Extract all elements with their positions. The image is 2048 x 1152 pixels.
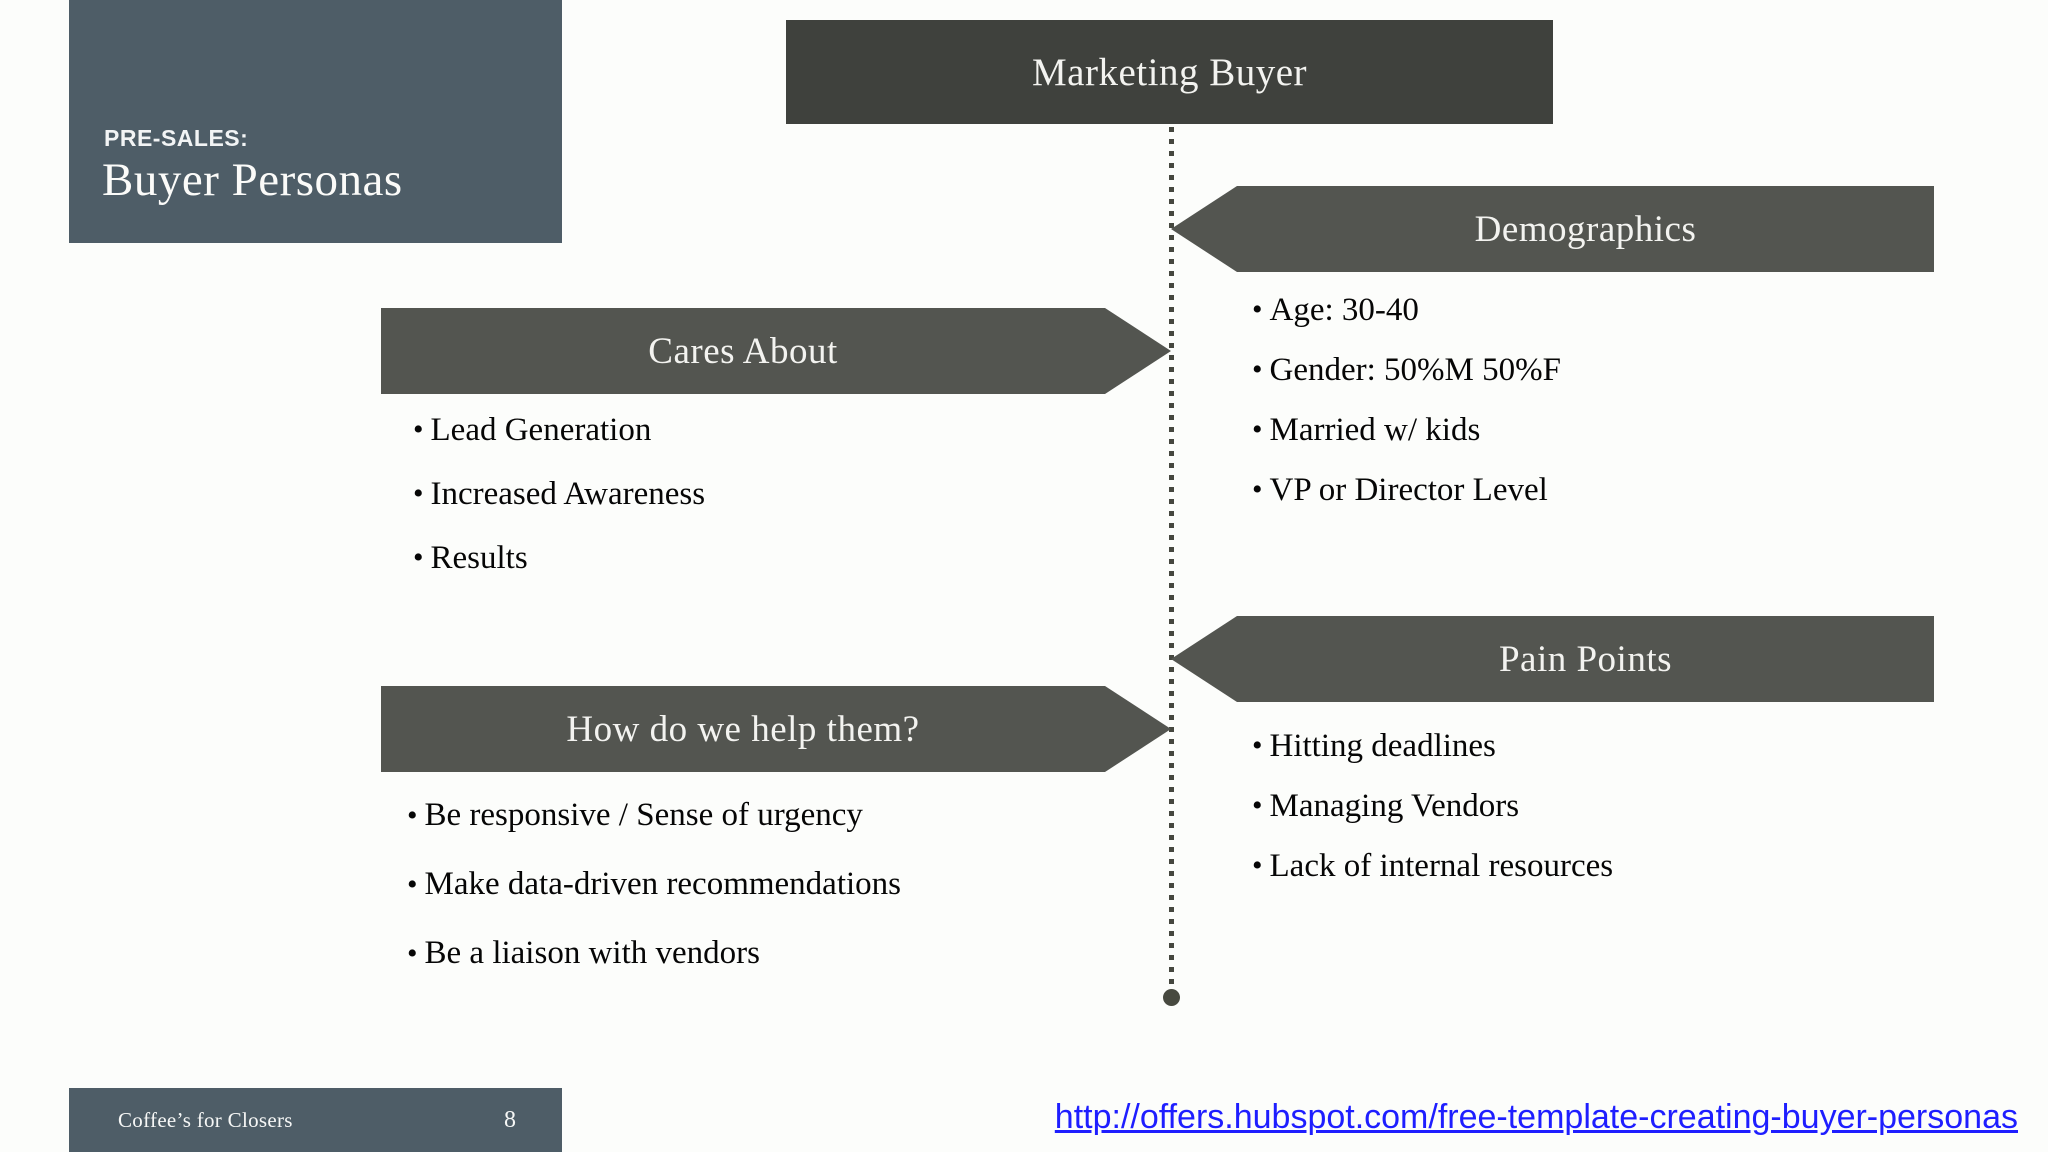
- bullet-dot-icon: •: [407, 798, 418, 832]
- bullet-dot-icon: •: [1252, 849, 1263, 882]
- deck-name: Coffee’s for Closers: [118, 1107, 293, 1132]
- bullet-dot-icon: •: [413, 477, 424, 510]
- dotted-spine-line: [1169, 127, 1174, 987]
- bullet-dot-icon: •: [413, 541, 424, 574]
- spine-end-dot: [1163, 989, 1180, 1006]
- bullet-item: •Be responsive / Sense of urgency: [407, 781, 901, 850]
- bullet-item: •Married w/ kids: [1252, 400, 1561, 460]
- page-number: 8: [504, 1106, 516, 1133]
- bullet-text: VP or Director Level: [1269, 471, 1548, 508]
- bullet-dot-icon: •: [413, 413, 424, 446]
- bullet-text: Married w/ kids: [1269, 411, 1481, 448]
- bullet-text: Lack of internal resources: [1269, 847, 1614, 884]
- bullet-text: Managing Vendors: [1269, 787, 1520, 824]
- bullet-item: •VP or Director Level: [1252, 460, 1561, 520]
- bullet-item: •Age: 30-40: [1252, 280, 1561, 340]
- bullet-dot-icon: •: [1252, 413, 1263, 446]
- slide-title-block: PRE-SALES: Buyer Personas: [69, 0, 562, 243]
- how-do-we-help-list: •Be responsive / Sense of urgency•Make d…: [407, 781, 901, 988]
- bullet-text: Be responsive / Sense of urgency: [424, 797, 863, 833]
- bullet-text: Lead Generation: [430, 411, 652, 448]
- slide-title: Buyer Personas: [102, 154, 403, 206]
- bullet-text: Make data-driven recommendations: [424, 866, 902, 902]
- bullet-item: •Managing Vendors: [1252, 776, 1613, 836]
- footer-bar: Coffee’s for Closers 8: [69, 1088, 562, 1152]
- bullet-text: Be a liaison with vendors: [424, 935, 760, 971]
- bullet-item: •Lack of internal resources: [1252, 836, 1613, 896]
- bullet-dot-icon: •: [407, 867, 418, 901]
- bullet-item: •Increased Awareness: [413, 462, 705, 526]
- banner-cares-about: Cares About: [381, 308, 1171, 394]
- banner-demographics: Demographics: [1171, 186, 1934, 272]
- bullet-item: •Hitting deadlines: [1252, 716, 1613, 776]
- banner-pain-points: Pain Points: [1171, 616, 1934, 702]
- bullet-dot-icon: •: [1252, 729, 1263, 762]
- bullet-item: •Lead Generation: [413, 398, 705, 462]
- bullet-dot-icon: •: [1252, 353, 1263, 386]
- demographics-list: •Age: 30-40•Gender: 50%M 50%F•Married w/…: [1252, 280, 1561, 520]
- hubspot-template-link[interactable]: http://offers.hubspot.com/free-template-…: [1054, 1098, 2018, 1136]
- bullet-text: Increased Awareness: [430, 475, 706, 512]
- bullet-dot-icon: •: [1252, 473, 1263, 506]
- bullet-text: Gender: 50%M 50%F: [1269, 351, 1561, 388]
- cares-about-list: •Lead Generation•Increased Awareness•Res…: [413, 398, 705, 590]
- bullet-text: Hitting deadlines: [1269, 727, 1496, 764]
- persona-header: Marketing Buyer: [786, 20, 1553, 124]
- bullet-text: Age: 30-40: [1269, 291, 1419, 328]
- bullet-item: •Results: [413, 526, 705, 590]
- bullet-item: •Be a liaison with vendors: [407, 919, 901, 988]
- bullet-item: •Gender: 50%M 50%F: [1252, 340, 1561, 400]
- kicker-text: PRE-SALES:: [104, 125, 249, 151]
- bullet-item: •Make data-driven recommendations: [407, 850, 901, 919]
- bullet-text: Results: [430, 539, 528, 576]
- banner-how-do-we-help: How do we help them?: [381, 686, 1171, 772]
- bullet-dot-icon: •: [1252, 293, 1263, 326]
- bullet-dot-icon: •: [1252, 789, 1263, 822]
- pain-points-list: •Hitting deadlines•Managing Vendors•Lack…: [1252, 716, 1613, 896]
- bullet-dot-icon: •: [407, 936, 418, 970]
